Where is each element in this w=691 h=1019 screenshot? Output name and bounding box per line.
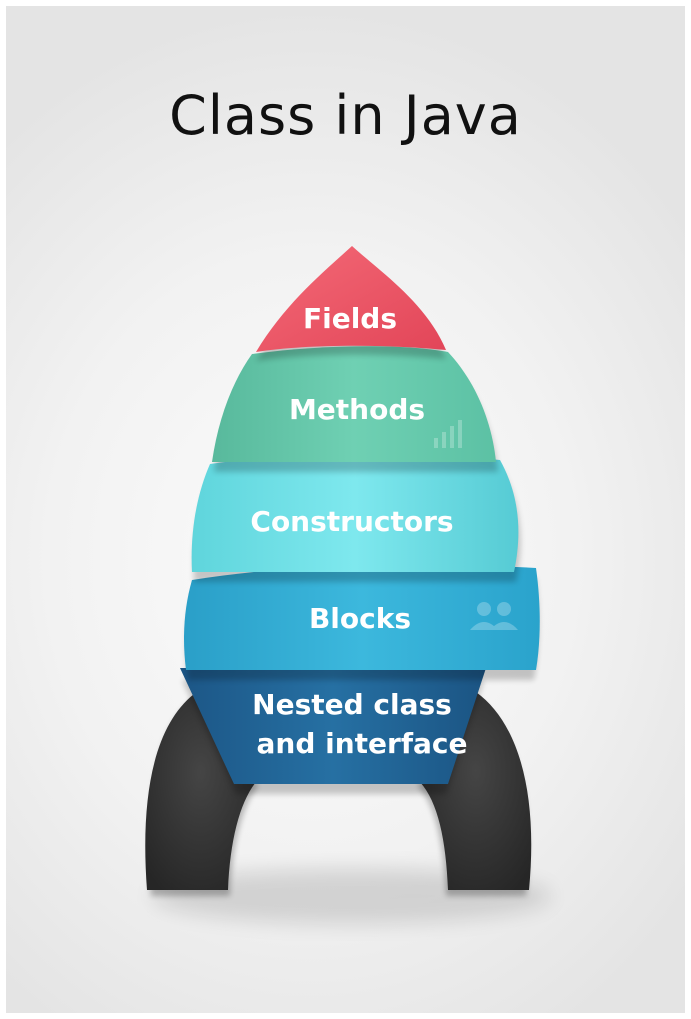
people-icon <box>470 602 518 630</box>
layer-nested-class-label-line2: and interface <box>257 727 468 760</box>
rocket-diagram: Nested class and interface Blocks Constr… <box>145 246 551 924</box>
layer-constructors: Constructors <box>191 453 521 582</box>
layer-blocks: Blocks <box>184 564 540 680</box>
layer-constructors-label: Constructors <box>250 505 453 538</box>
layer-fields: Fields <box>256 246 446 361</box>
page-title: Class in Java <box>169 84 522 147</box>
layer-fields-label: Fields <box>303 302 397 335</box>
layer-methods: Methods <box>212 346 498 472</box>
layer-nested-class-label-line1: Nested class <box>252 688 452 721</box>
layer-nested-class: Nested class and interface <box>180 668 486 794</box>
diagram-canvas: Class in Java <box>6 6 685 1013</box>
layer-methods-label: Methods <box>289 393 425 426</box>
layer-blocks-label: Blocks <box>309 602 411 635</box>
chart-icon <box>434 420 462 448</box>
